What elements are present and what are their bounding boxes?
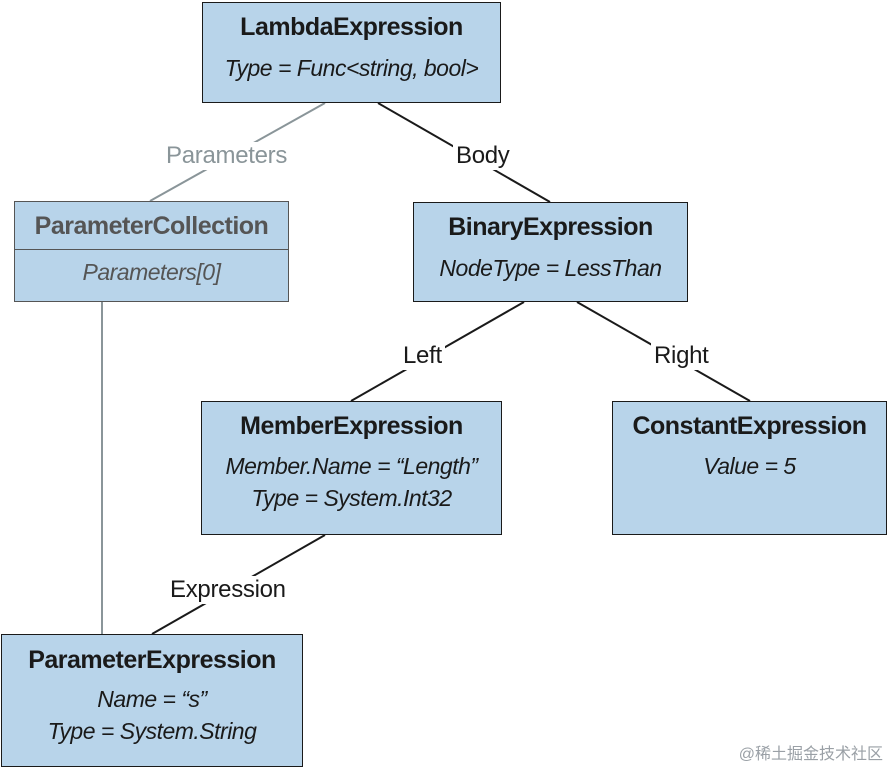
node-property: Type = System.String xyxy=(47,718,257,744)
node-property: Member.Name = “Length” xyxy=(225,453,478,479)
node-title: ConstantExpression xyxy=(632,412,867,440)
node-property: Name = “s” xyxy=(97,686,207,712)
node-property: Parameters[0] xyxy=(82,259,221,285)
node-title: ParameterExpression xyxy=(28,646,276,674)
edge-label-expression: Expression xyxy=(167,576,289,604)
edge-label-body: Body xyxy=(453,142,513,170)
edge-label-right: Right xyxy=(651,342,712,370)
node-property: NodeType = LessThan xyxy=(439,255,662,281)
node-divider xyxy=(15,249,288,250)
node-title: BinaryExpression xyxy=(448,213,653,241)
node-parameter-expression: ParameterExpression Name = “s” Type = Sy… xyxy=(1,634,303,767)
node-title: LambdaExpression xyxy=(240,13,463,41)
node-title: ParameterCollection xyxy=(34,212,269,240)
edge-label-left: Left xyxy=(400,342,445,370)
node-member-expression: MemberExpression Member.Name = “Length” … xyxy=(201,401,502,535)
node-property: Value = 5 xyxy=(703,453,796,479)
node-property: Type = System.Int32 xyxy=(251,485,452,511)
node-title: MemberExpression xyxy=(240,412,463,440)
edge-label-parameters: Parameters xyxy=(163,142,291,170)
node-parameter-collection: ParameterCollection Parameters[0] xyxy=(14,201,289,302)
watermark-text: @稀土掘金技术社区 xyxy=(738,746,883,763)
node-constant-expression: ConstantExpression Value = 5 xyxy=(612,401,887,535)
node-property: Type = Func<string, bool> xyxy=(224,55,479,81)
node-binary-expression: BinaryExpression NodeType = LessThan xyxy=(413,202,688,302)
node-lambda-expression: LambdaExpression Type = Func<string, boo… xyxy=(202,2,501,103)
